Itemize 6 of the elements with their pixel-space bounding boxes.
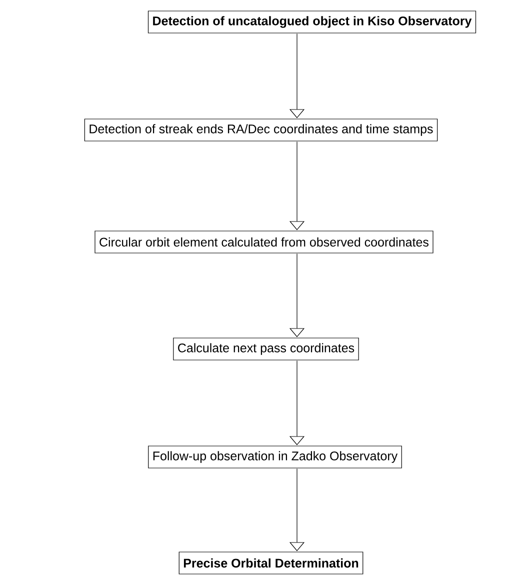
process-box: Follow-up observation in Zadko Observatory	[148, 446, 402, 468]
process-box: Detection of streak ends RA/Dec coordinates and time stamps	[84, 118, 438, 142]
process-box: Calculate next pass coordinates	[173, 338, 359, 360]
title-box: Precise Orbital Determination	[178, 552, 364, 574]
title-box: Detection of uncatalogued object in Kiso Observatory	[148, 10, 476, 34]
process-box: Circular orbit element calculated from observed coordinates	[94, 230, 434, 254]
